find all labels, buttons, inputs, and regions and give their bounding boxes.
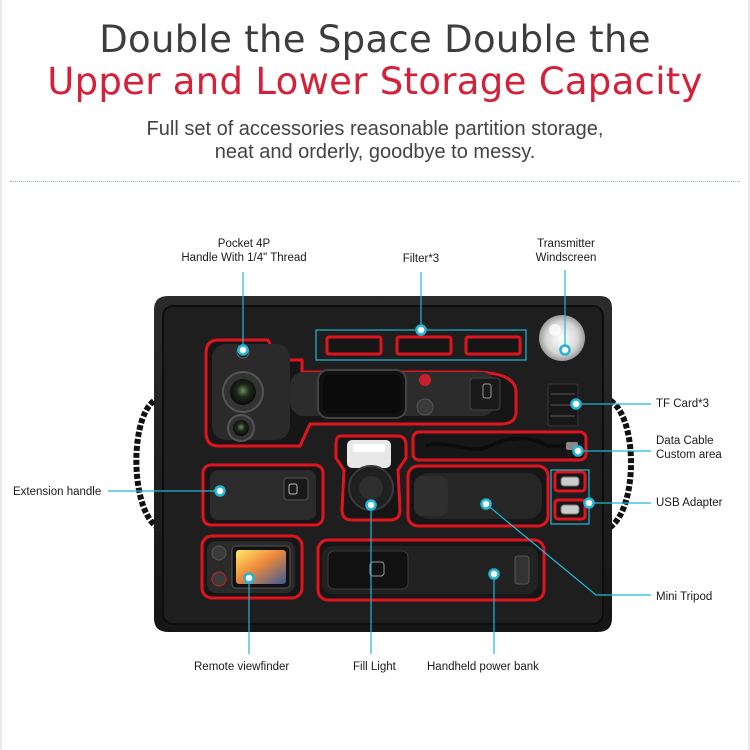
windscreen (539, 315, 585, 361)
mini-tripod (414, 473, 542, 519)
filter-slot-2 (395, 335, 453, 356)
label-filter: Filter*3 (402, 253, 440, 265)
handheld-power-bank (322, 546, 538, 594)
label-data-cable-line-1: Data Cable (656, 435, 714, 447)
subheadline-line-2: neat and orderly, goodbye to messy. (214, 141, 536, 163)
label-pocket-line-1: Pocket 4P (217, 238, 271, 250)
remote-viewfinder (207, 541, 295, 593)
left-frame-line (0, 0, 2, 750)
label-transmitter-line-1: Transmitter (537, 238, 595, 250)
label-tf-card: TF Card*3 (656, 398, 710, 410)
filter-slot-3 (464, 335, 522, 356)
label-pocket-4p: Pocket 4P Handle With 1/4" Thread (166, 237, 322, 265)
fill-light (347, 440, 394, 511)
headline-line-2: Upper and Lower Storage Capacity (47, 60, 703, 103)
label-extension-handle: Extension handle (13, 486, 102, 498)
callout-dots (214, 324, 595, 584)
usb-adapters (560, 476, 580, 515)
label-power-bank: Handheld power bank (427, 661, 539, 673)
subheadline-line-1: Full set of accessories reasonable parti… (146, 118, 604, 140)
filter-slot-1 (325, 335, 383, 356)
label-data-cable-line-2: Custom area (656, 449, 722, 461)
pocket-camera (212, 344, 501, 442)
label-transmitter-line-2: Windscreen (535, 252, 597, 264)
left-rope-handle (133, 395, 165, 533)
cable-cutout (411, 430, 588, 462)
label-fill-light: Fill Light (353, 661, 396, 673)
dotted-divider (10, 181, 740, 182)
label-usb-adapter: USB Adapter (656, 497, 723, 509)
label-data-cable: Data Cable Custom area (656, 434, 722, 462)
label-transmitter-windscreen: Transmitter Windscreen (522, 237, 610, 265)
label-pocket-line-2: Handle With 1/4" Thread (181, 252, 307, 264)
right-rope-handle (602, 395, 634, 533)
label-remote-viewfinder: Remote viewfinder (194, 661, 290, 673)
extension-handle (210, 470, 316, 520)
headline-line-1: Double the Space Double the (99, 18, 651, 61)
right-frame-line (748, 0, 750, 750)
label-mini-tripod: Mini Tripod (656, 591, 713, 603)
